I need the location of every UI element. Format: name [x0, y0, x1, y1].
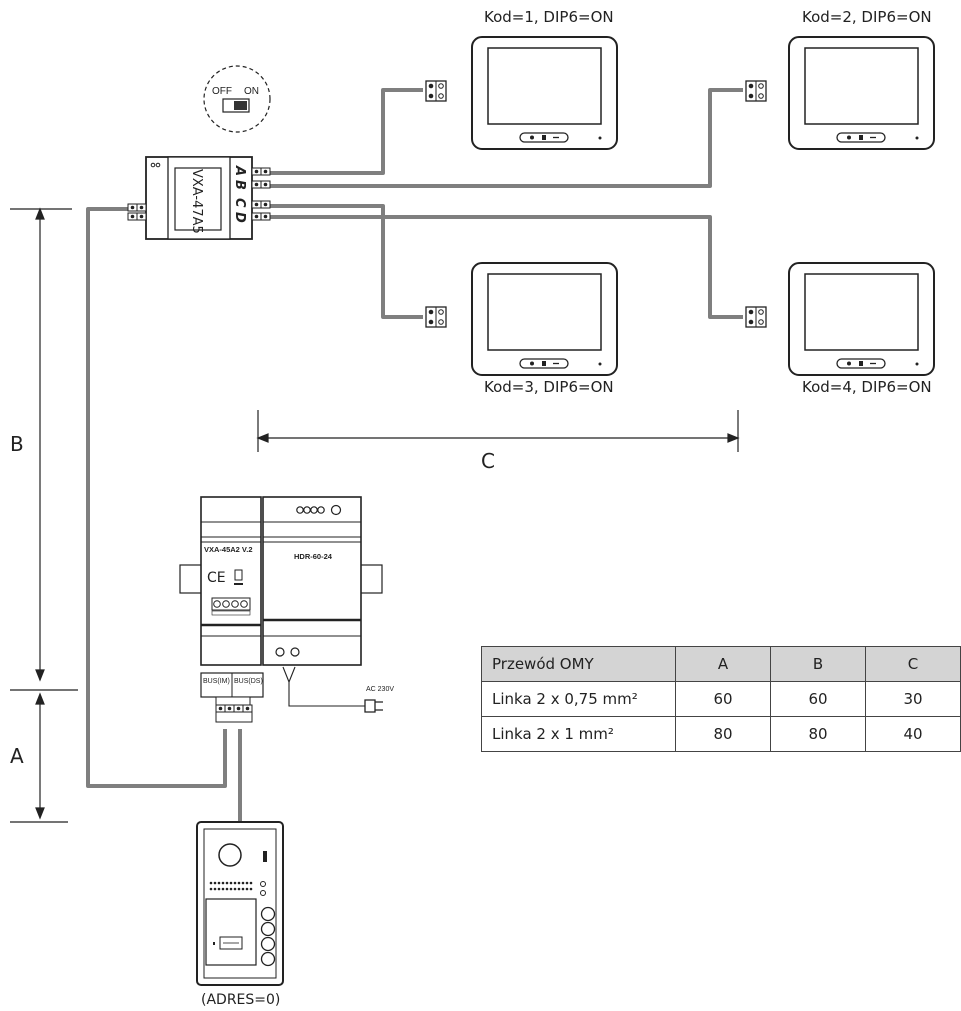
monitor-3: [471, 262, 618, 376]
wire-monitor-4: [269, 215, 743, 319]
ce-mark: CE: [207, 570, 226, 586]
wire-bus-im: [86, 207, 227, 788]
cable-name: Linka 2 x 0,75 mm²: [481, 681, 676, 717]
monitor-4-connector: [745, 306, 767, 328]
psu-model-label: HDR-60-24: [294, 552, 333, 561]
dip-switch-off-label: OFF: [212, 86, 232, 97]
dip-switch-on-label: ON: [244, 86, 259, 97]
monitor-3-connector: [425, 306, 447, 328]
monitor-2-label: Kod=2, DIP6=ON: [802, 8, 932, 26]
power-supply-unit: VXA-45A2 V.2 CE HDR-60-24 AC 230V BUS(I: [179, 496, 394, 723]
camera-icon: [218, 843, 242, 867]
power-plug-icon: [364, 699, 383, 713]
cable-table-header-row: Przewód OMY A B C: [481, 646, 961, 682]
table-row: Linka 2 x 0,75 mm² 60 60 30: [481, 681, 961, 717]
distributor-model: VXA-47A5: [189, 169, 204, 234]
call-button-4: [260, 951, 276, 967]
call-button-2: [260, 921, 276, 937]
monitor-2: [788, 36, 935, 150]
cable-value-c: 40: [864, 716, 961, 752]
cable-value-b: 80: [769, 716, 866, 752]
cable-table-header-c: C: [864, 646, 961, 682]
dip-switch-callout: OFF ON: [203, 65, 271, 133]
bus-im-label: BUS(IM): [203, 678, 230, 685]
wires: [86, 88, 743, 822]
cable-table-header-b: B: [769, 646, 866, 682]
dimension-a-label: A: [10, 744, 24, 768]
monitor-2-connector: [745, 80, 767, 102]
cable-table-header-cable: Przewód OMY: [481, 646, 676, 682]
door-station: [196, 821, 284, 986]
supply-model-label: VXA-45A2 V.2: [204, 545, 253, 554]
cable-name: Linka 2 x 1 mm²: [481, 716, 676, 752]
call-button-1: [260, 906, 276, 922]
cable-value-a: 60: [674, 681, 771, 717]
weee-icon: [234, 569, 243, 581]
cable-table-header-a: A: [674, 646, 771, 682]
call-button-3: [260, 936, 276, 952]
wire-monitor-3: [269, 204, 423, 319]
cable-table: Przewód OMY A B C Linka 2 x 0,75 mm² 60 …: [481, 646, 961, 752]
dimension-b-label: B: [10, 432, 24, 456]
door-station-address: (ADRES=0): [201, 992, 281, 1008]
port-b-label: B: [232, 180, 247, 190]
cable-value-c: 30: [864, 681, 961, 717]
dimension-b: [10, 207, 78, 691]
monitor-1-label: Kod=1, DIP6=ON: [484, 8, 614, 26]
table-row: Linka 2 x 1 mm² 80 80 40: [481, 716, 961, 752]
monitor-3-label: Kod=3, DIP6=ON: [484, 378, 614, 396]
monitor-4: [788, 262, 935, 376]
ac-label: AC 230V: [366, 686, 394, 693]
monitor-1: [471, 36, 618, 150]
dimension-c-label: C: [481, 449, 495, 473]
port-a-label: A: [232, 165, 247, 176]
dimension-c: [256, 410, 740, 452]
cable-value-b: 60: [769, 681, 866, 717]
monitor-4-label: Kod=4, DIP6=ON: [802, 378, 932, 396]
dimension-a: [10, 692, 68, 823]
monitor-1-connector: [425, 80, 447, 102]
wire-monitor-1: [269, 88, 423, 175]
port-d-label: D: [232, 212, 247, 223]
port-c-label: C: [232, 198, 247, 208]
distributor: VXA-47A5 A B C D: [127, 156, 271, 240]
cable-value-a: 80: [674, 716, 771, 752]
wire-monitor-2: [269, 88, 743, 188]
bus-ds-label: BUS(DS): [234, 678, 263, 685]
